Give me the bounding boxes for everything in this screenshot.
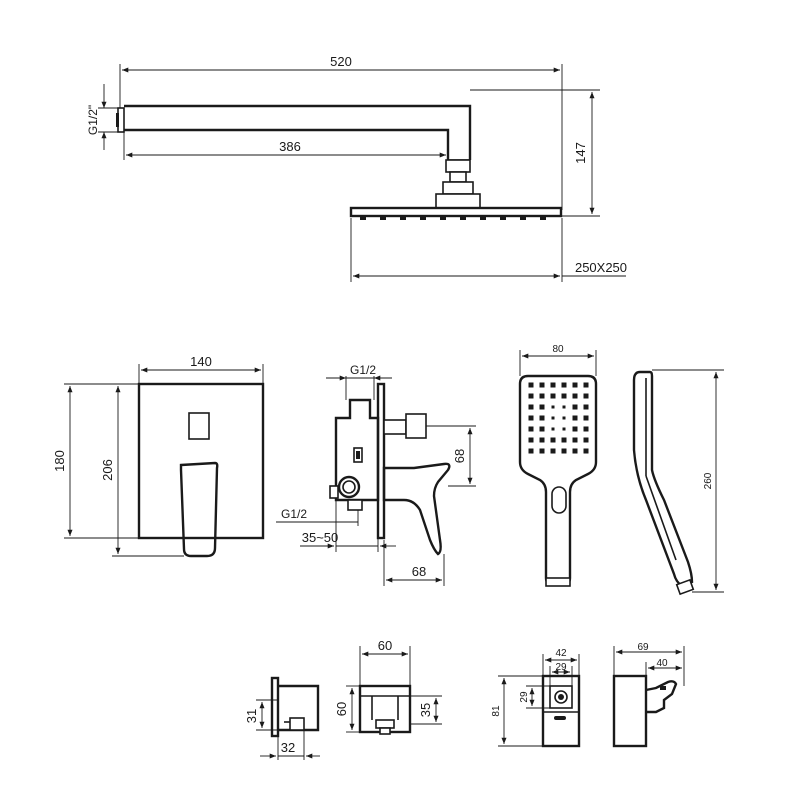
spray-nozzle	[583, 393, 589, 399]
spray-nozzle	[583, 426, 589, 432]
mixer-side-view: G1/2 68 G1/2 35~50 68	[276, 363, 476, 586]
dim-60-height: 60	[334, 702, 349, 716]
spray-nozzle	[583, 448, 589, 454]
spray-nozzle-grid	[528, 382, 589, 454]
thread-stub	[116, 113, 119, 127]
nozzle-row	[360, 216, 546, 220]
dim-29-height: 29	[519, 691, 530, 703]
hand-shower-button	[551, 486, 567, 514]
holder-side-plate	[612, 674, 648, 748]
dim-68-vertical: 68	[452, 449, 467, 463]
spray-nozzle	[572, 404, 578, 410]
spray-nozzle	[550, 382, 556, 388]
spray-nozzle	[551, 427, 555, 431]
dim-80: 80	[552, 344, 564, 355]
mixer-lever	[179, 461, 219, 558]
hand-shower-side: 260	[632, 369, 724, 596]
holder-plate	[541, 674, 581, 748]
dim-386: 386	[279, 139, 301, 154]
elbow-flange	[270, 676, 280, 738]
spray-nozzle	[539, 415, 545, 421]
dim-260: 260	[703, 472, 714, 489]
spray-nozzle	[562, 405, 566, 409]
spray-nozzle	[528, 426, 534, 432]
spray-nozzle	[528, 404, 534, 410]
hand-shower-profile	[632, 370, 694, 588]
dim-250x250: 250X250	[575, 260, 627, 275]
spray-nozzle	[583, 437, 589, 443]
dim-29-width: 29	[555, 662, 567, 673]
dim-g12-top: G1/2	[350, 363, 376, 377]
spray-nozzle	[551, 405, 555, 409]
dim-68-horizontal: 68	[412, 564, 426, 579]
dim-206: 206	[100, 459, 115, 481]
spray-nozzle	[572, 448, 578, 454]
spray-nozzle	[539, 448, 545, 454]
spray-nozzle	[550, 393, 556, 399]
spray-nozzle	[539, 437, 545, 443]
dim-31: 31	[244, 709, 259, 723]
spray-nozzle	[528, 437, 534, 443]
spray-nozzle	[583, 382, 589, 388]
spray-nozzle	[572, 382, 578, 388]
spray-nozzle	[583, 404, 589, 410]
holder-front-view: 42 29 29 81	[491, 648, 581, 748]
spray-nozzle	[528, 382, 534, 388]
diverter-button	[188, 412, 210, 440]
arm-connector	[445, 159, 471, 173]
dim-140: 140	[190, 354, 212, 369]
holder-side-view: 69 40	[612, 642, 685, 748]
spray-nozzle	[551, 416, 555, 420]
shower-arm	[124, 104, 472, 160]
spray-nozzle	[528, 448, 534, 454]
dim-35: 35	[418, 703, 433, 717]
mixer-front-view: 140 180 206	[52, 354, 265, 558]
dim-69: 69	[637, 642, 649, 653]
dim-42: 42	[555, 648, 567, 659]
spray-nozzle	[550, 437, 556, 443]
shower-head-plate	[349, 206, 563, 218]
shower-head-view: 520 G1/2" 386 147 250X250	[86, 54, 627, 282]
dim-g12-bottom: G1/2	[281, 507, 307, 521]
dim-60-width: 60	[378, 638, 392, 653]
dim-35-50: 35~50	[302, 530, 339, 545]
lever-side	[382, 462, 451, 556]
dim-147: 147	[573, 142, 588, 164]
cover-plate	[137, 382, 265, 540]
dim-520: 520	[330, 54, 352, 69]
spray-nozzle	[561, 437, 567, 443]
spray-nozzle	[539, 382, 545, 388]
dim-32: 32	[281, 740, 295, 755]
spray-nozzle	[561, 382, 567, 388]
dim-81: 81	[491, 705, 502, 717]
outlet-port	[337, 475, 361, 499]
holder-hook	[645, 680, 678, 714]
outlet-box-view: 60 60 35	[334, 638, 442, 735]
spray-nozzle	[572, 437, 578, 443]
spray-nozzle	[572, 393, 578, 399]
wall-elbow-side: 31 32	[244, 676, 320, 760]
valve-body	[334, 398, 380, 502]
spray-nozzle	[572, 415, 578, 421]
hand-shower-front: 80	[518, 344, 598, 587]
spray-nozzle	[583, 415, 589, 421]
spray-nozzle	[550, 448, 556, 454]
spray-nozzle	[572, 426, 578, 432]
spray-nozzle	[539, 404, 545, 410]
spray-nozzle	[539, 426, 545, 432]
spray-nozzle	[528, 393, 534, 399]
spray-nozzle	[561, 393, 567, 399]
dim-180: 180	[52, 450, 67, 472]
spray-nozzle	[561, 448, 567, 454]
spray-nozzle	[562, 416, 566, 420]
side-outlet	[405, 413, 427, 439]
spray-nozzle	[528, 415, 534, 421]
spray-nozzle	[539, 393, 545, 399]
spray-nozzle	[562, 427, 566, 431]
dim-40: 40	[656, 658, 668, 669]
dim-g12-head: G1/2"	[86, 105, 100, 135]
